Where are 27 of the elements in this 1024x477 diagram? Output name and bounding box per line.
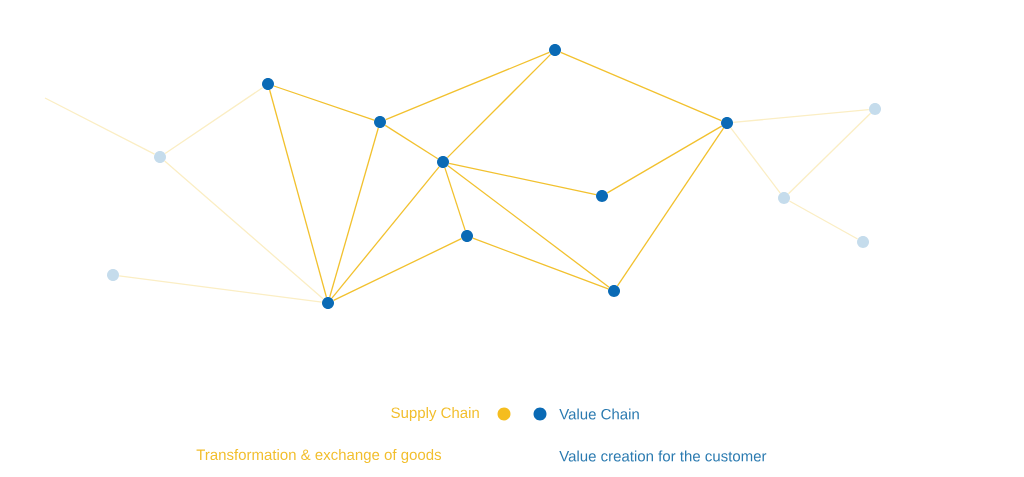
connector-line [447,165,610,288]
connector-line [329,127,379,298]
legend-label: Value Chain [559,408,639,420]
connector-line [787,112,872,195]
connector-line [273,85,375,121]
connector-line [448,162,597,196]
connector-line [269,89,327,298]
description-text: Value creation for the customer [559,450,767,462]
connector-line [164,86,264,155]
connector-line [472,237,609,290]
connector-line [606,125,723,194]
legend-label: Supply Chain [391,407,479,421]
connector-line [331,166,440,299]
connector-line [44,97,156,155]
connector-line [732,108,870,124]
connector-line [446,53,552,159]
connector-line [444,167,466,231]
connector-line [164,160,324,300]
connector-line [118,275,323,303]
connector-line [730,127,781,194]
connector-line [385,51,550,121]
connector-line [332,238,463,301]
connector-line [560,51,722,122]
connector-line [384,124,439,160]
description-text: Transformation & exchange of goods [196,449,442,463]
connector-line [616,127,725,287]
connector-line [788,200,859,240]
